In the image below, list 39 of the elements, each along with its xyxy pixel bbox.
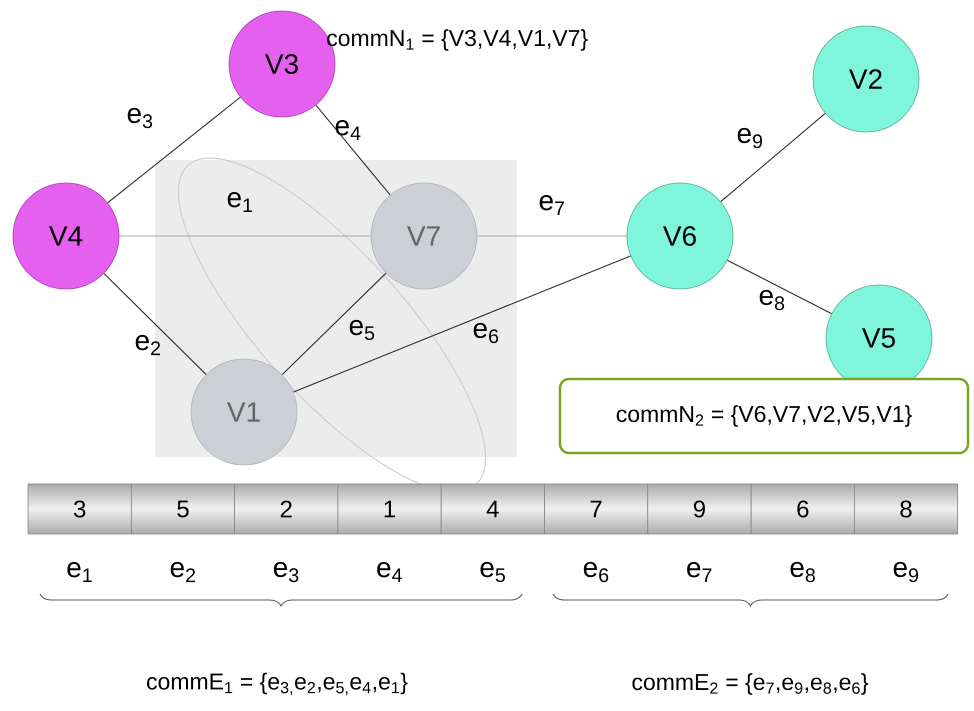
edge-line: [104, 273, 206, 375]
table-cell: 4: [440, 484, 545, 534]
edge-line: [293, 255, 631, 393]
cell-label: e$_{2}$: [170, 562, 195, 582]
table-cell: 5: [130, 484, 236, 534]
edge-line: [119, 235, 371, 237]
cell-label: e$_{7}$: [687, 562, 712, 582]
cell-label: e$_{8}$: [790, 562, 815, 582]
edge-line: [720, 113, 826, 202]
table-cell: 3: [28, 484, 132, 534]
set-label: commE$_{2}$ = {e$_{7}$,e$_{9}$,e$_{8}$,e$_{6}$}: [632, 673, 868, 695]
edge-label: e$_{7}$: [540, 195, 564, 215]
set-label: commE$_{1}$ = {e$_{3,}$e$_{2}$,e$_{5,}$e$_{4}$,e$_{1}$}: [147, 672, 408, 696]
table-cell: 2: [234, 484, 338, 534]
edge-line: [107, 96, 241, 204]
edge-line: [727, 260, 832, 314]
edge-label: e$_{4}$: [336, 120, 360, 140]
edge-label: e$_{3}$: [128, 108, 152, 128]
cell-label: e$_{6}$: [584, 562, 608, 582]
rounded-box: commN$_{2}$ = {V6,V7,V2,V5,V1}: [558, 378, 970, 454]
table-cell: 1: [337, 484, 442, 534]
table-cell: 7: [544, 484, 648, 534]
edge-label: e$_{2}$: [136, 334, 160, 356]
table-cell: 8: [854, 484, 958, 534]
edge-line: [282, 272, 386, 376]
edge-label: e$_{8}$: [760, 290, 784, 310]
edge-line: [316, 104, 390, 196]
edge-label: e$_{9}$: [738, 128, 762, 148]
table-cell: 6: [750, 484, 855, 534]
table-cell: 9: [647, 484, 752, 534]
edge-line: [477, 235, 627, 237]
cell-label: e$_{5}$: [480, 562, 505, 582]
edge-label: e$_{6}$: [474, 322, 498, 344]
cell-label: e$_{9}$: [894, 562, 918, 582]
edge-label: e$_{5}$: [350, 320, 374, 340]
cell-label: e$_{3}$: [274, 562, 298, 582]
cell-label: e$_{1}$: [67, 562, 92, 582]
edge-label: e$_{1}$: [228, 192, 252, 212]
cell-label: e$_{4}$: [377, 562, 402, 582]
